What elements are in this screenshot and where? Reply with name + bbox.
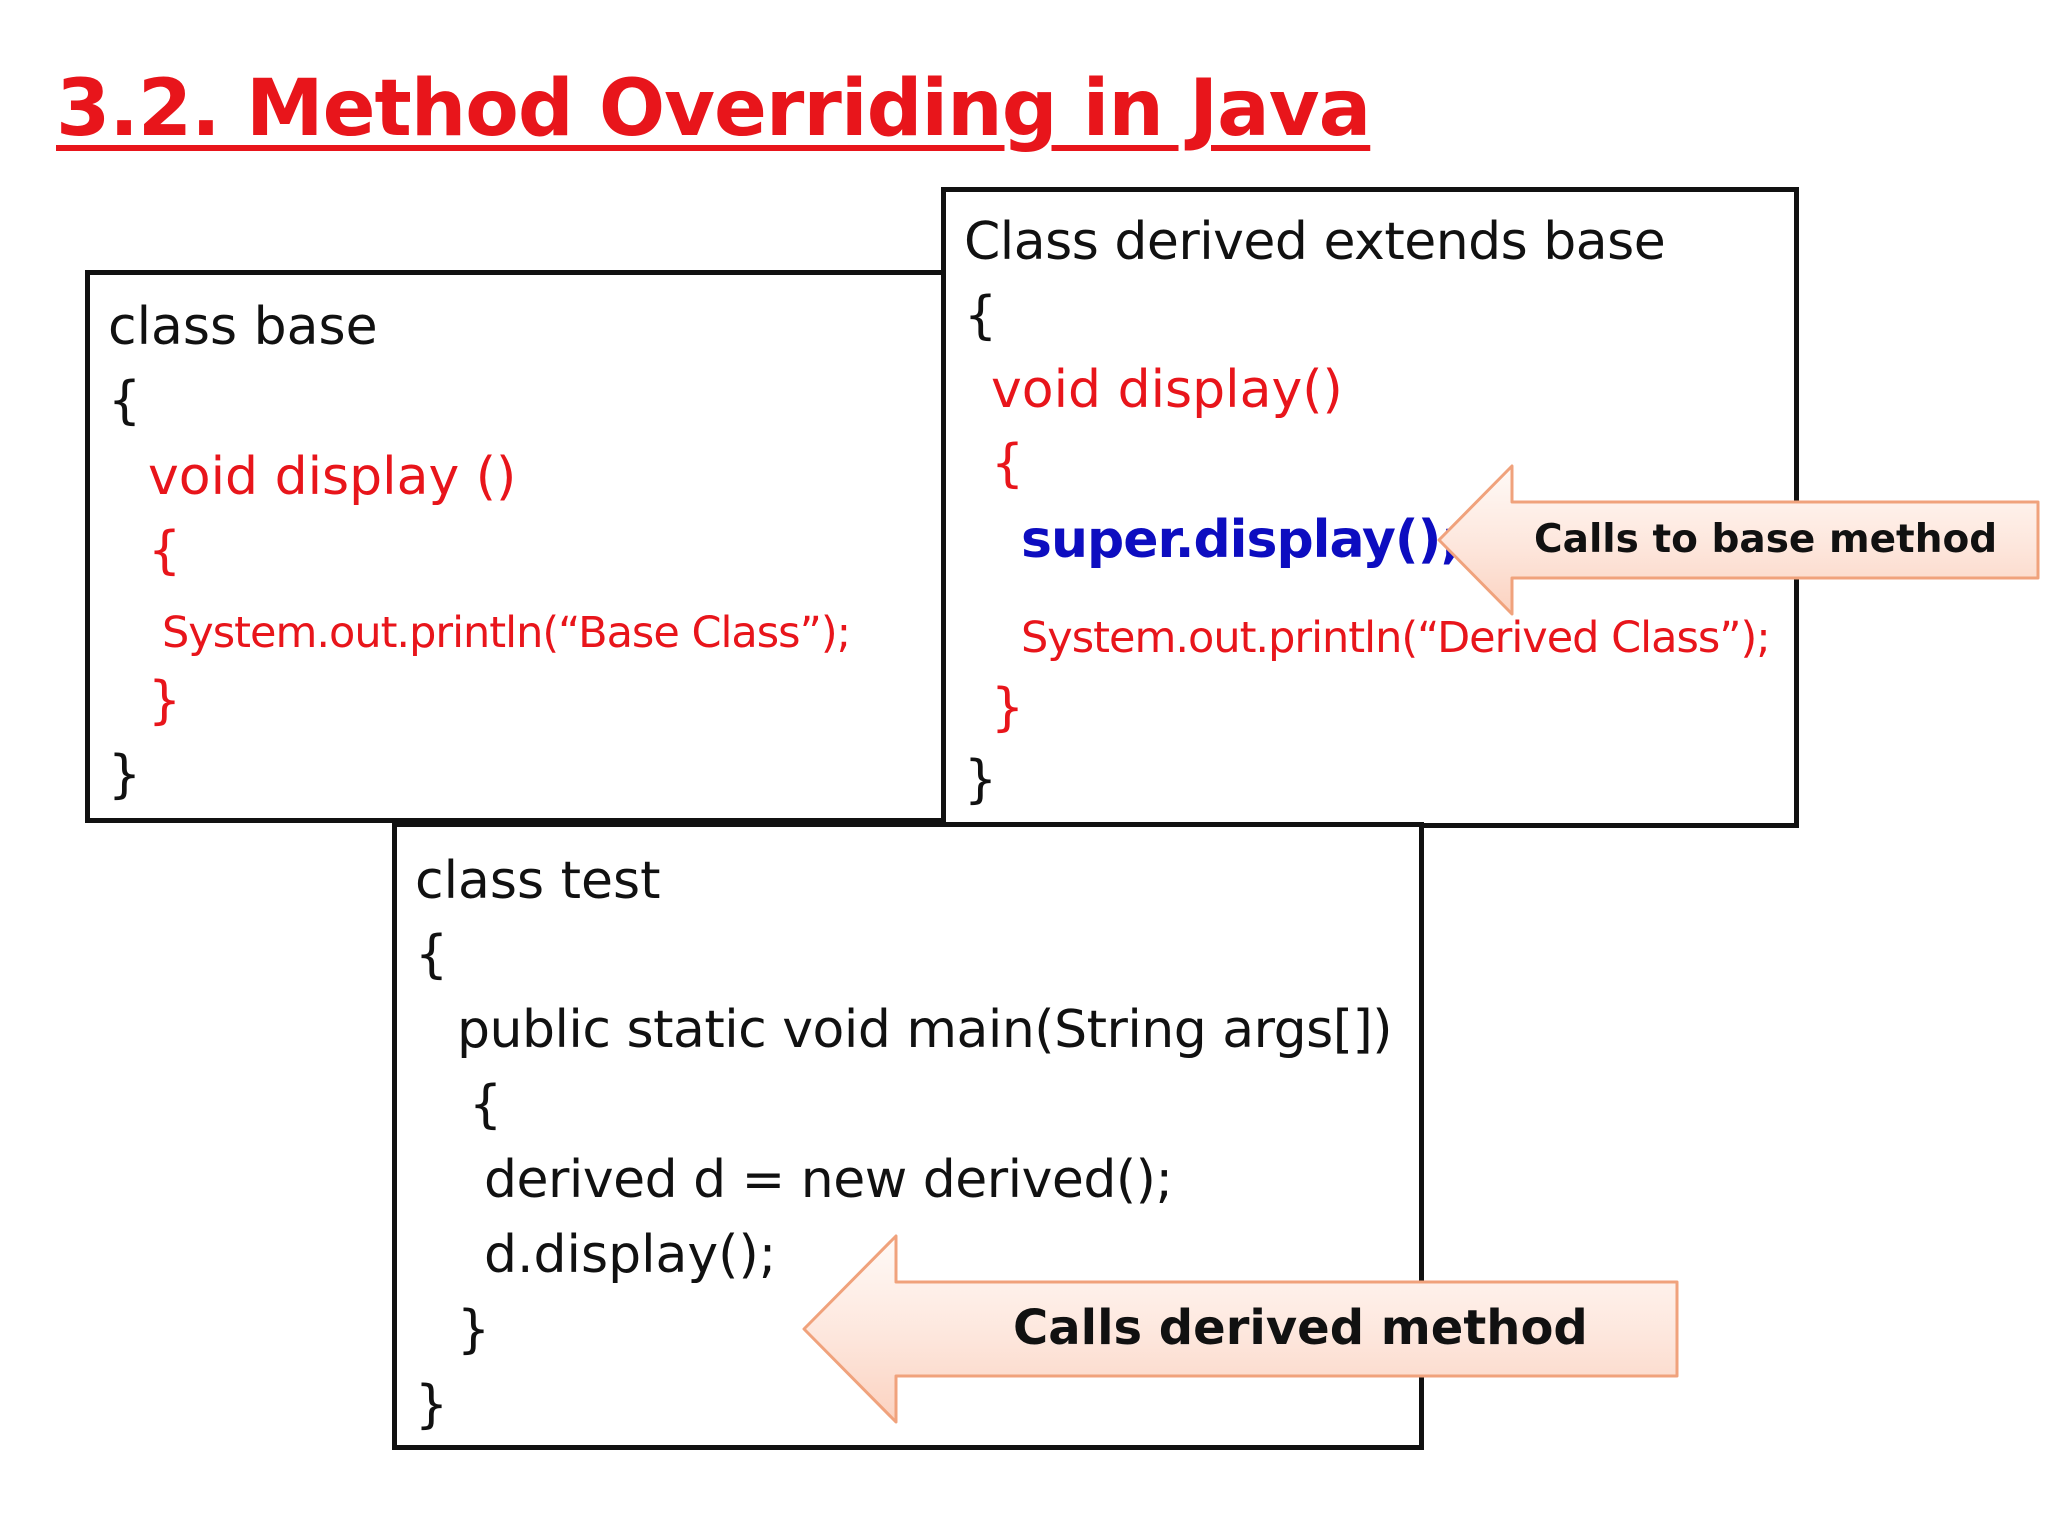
derived-object-creation: derived d = new derived(); bbox=[484, 1150, 1173, 1210]
calls-base-method-callout: Calls to base method bbox=[1436, 462, 2042, 617]
derived-display-method-signature: void display() bbox=[991, 360, 1343, 420]
base-class-open-brace: { bbox=[108, 371, 142, 431]
derived-class-declaration: Class derived extends base bbox=[964, 212, 1666, 272]
main-method-close-brace: } bbox=[457, 1300, 491, 1360]
left-arrow-icon bbox=[1437, 464, 2040, 616]
test-class-declaration: class test bbox=[415, 851, 661, 911]
calls-derived-method-label: Calls derived method bbox=[1013, 1300, 1588, 1356]
slide-title: 3.2. Method Overriding in Java bbox=[56, 64, 1371, 154]
derived-display-open-brace: { bbox=[991, 434, 1025, 494]
base-display-open-brace: { bbox=[148, 521, 182, 581]
calls-base-method-label: Calls to base method bbox=[1534, 517, 1998, 562]
base-class-code-box: class base { void display () { System.ou… bbox=[85, 270, 955, 823]
left-arrow-icon bbox=[802, 1234, 1679, 1424]
display-method-call: d.display(); bbox=[484, 1225, 777, 1285]
base-display-close-brace: } bbox=[148, 671, 182, 731]
main-method-signature: public static void main(String args[]) bbox=[457, 1000, 1393, 1060]
base-println-statement: System.out.println(“Base Class”); bbox=[162, 608, 851, 658]
super-display-call: super.display(); bbox=[1021, 510, 1461, 570]
derived-class-close-brace: } bbox=[964, 750, 998, 810]
derived-println-statement: System.out.println(“Derived Class”); bbox=[1021, 613, 1771, 663]
base-display-method-signature: void display () bbox=[148, 447, 517, 507]
base-class-close-brace: } bbox=[108, 745, 142, 805]
test-class-open-brace: { bbox=[415, 925, 449, 985]
main-method-open-brace: { bbox=[469, 1075, 503, 1135]
calls-derived-method-callout: Calls derived method bbox=[801, 1232, 1681, 1426]
test-class-close-brace: } bbox=[415, 1375, 449, 1435]
base-class-declaration: class base bbox=[108, 297, 378, 357]
derived-display-close-brace: } bbox=[991, 678, 1025, 738]
derived-class-open-brace: { bbox=[964, 286, 998, 346]
